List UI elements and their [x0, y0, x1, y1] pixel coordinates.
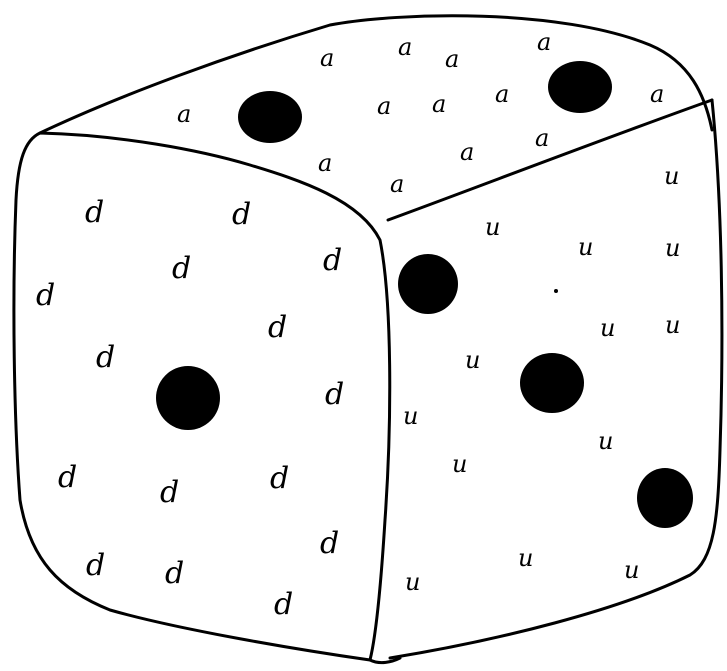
top-right-edge	[388, 100, 712, 220]
right-face-letter: u	[403, 402, 418, 430]
right-face-letter: u	[578, 233, 593, 261]
right-face-pip	[398, 254, 458, 314]
left-face-letter: d	[325, 377, 344, 412]
right-face-letter: u	[665, 234, 680, 262]
top-face-letter: a	[537, 28, 551, 56]
left-face-letter: d	[323, 243, 342, 278]
top-face-letter: a	[650, 80, 664, 108]
left-face-letter: d	[320, 526, 339, 561]
left-face-letter: d	[165, 556, 184, 591]
left-face-letter: d	[85, 195, 104, 230]
left-face-letter: d	[274, 587, 293, 622]
top-face-back-edge	[40, 16, 712, 133]
top-face-pip	[548, 61, 612, 113]
right-face-letter: u	[518, 544, 533, 572]
top-face-letter: a	[445, 45, 459, 73]
right-face-letter: u	[452, 450, 467, 478]
pips	[156, 61, 693, 528]
left-face-pip	[156, 366, 220, 430]
right-face-letter: u	[664, 162, 679, 190]
top-face-letter: a	[432, 90, 446, 118]
left-face-letter: d	[86, 548, 105, 583]
right-face-letter: u	[405, 568, 420, 596]
left-face-letter: d	[268, 310, 287, 345]
right-face-letter: u	[485, 213, 500, 241]
top-face-letter: a	[495, 80, 509, 108]
top-face-letter: a	[377, 92, 391, 120]
top-face-pip	[238, 91, 302, 143]
left-face-letter: d	[270, 461, 289, 496]
left-face-letter: d	[36, 278, 55, 313]
top-face-letter: a	[320, 44, 334, 72]
top-face-letter: a	[398, 33, 412, 61]
right-face-letter: u	[624, 556, 639, 584]
die-outline	[14, 16, 722, 663]
ink-speck	[554, 289, 558, 293]
left-face-letter: d	[232, 197, 251, 232]
top-face-letter: a	[535, 124, 549, 152]
right-face-letter: u	[665, 311, 680, 339]
top-face-letter: a	[318, 149, 332, 177]
right-face-letter: u	[600, 314, 615, 342]
left-face-letter: d	[172, 251, 191, 286]
left-face-letter: d	[160, 475, 179, 510]
top-face-letter: a	[390, 170, 404, 198]
left-face-letter: d	[58, 460, 77, 495]
right-face-letter: u	[465, 346, 480, 374]
top-face-letter: a	[177, 100, 191, 128]
right-face-pip	[520, 353, 584, 413]
right-face-pip	[637, 468, 693, 528]
left-face-letter: d	[96, 340, 115, 375]
top-face-letter: a	[460, 138, 474, 166]
bottom-corner	[370, 658, 400, 663]
right-face-letter: u	[598, 427, 613, 455]
